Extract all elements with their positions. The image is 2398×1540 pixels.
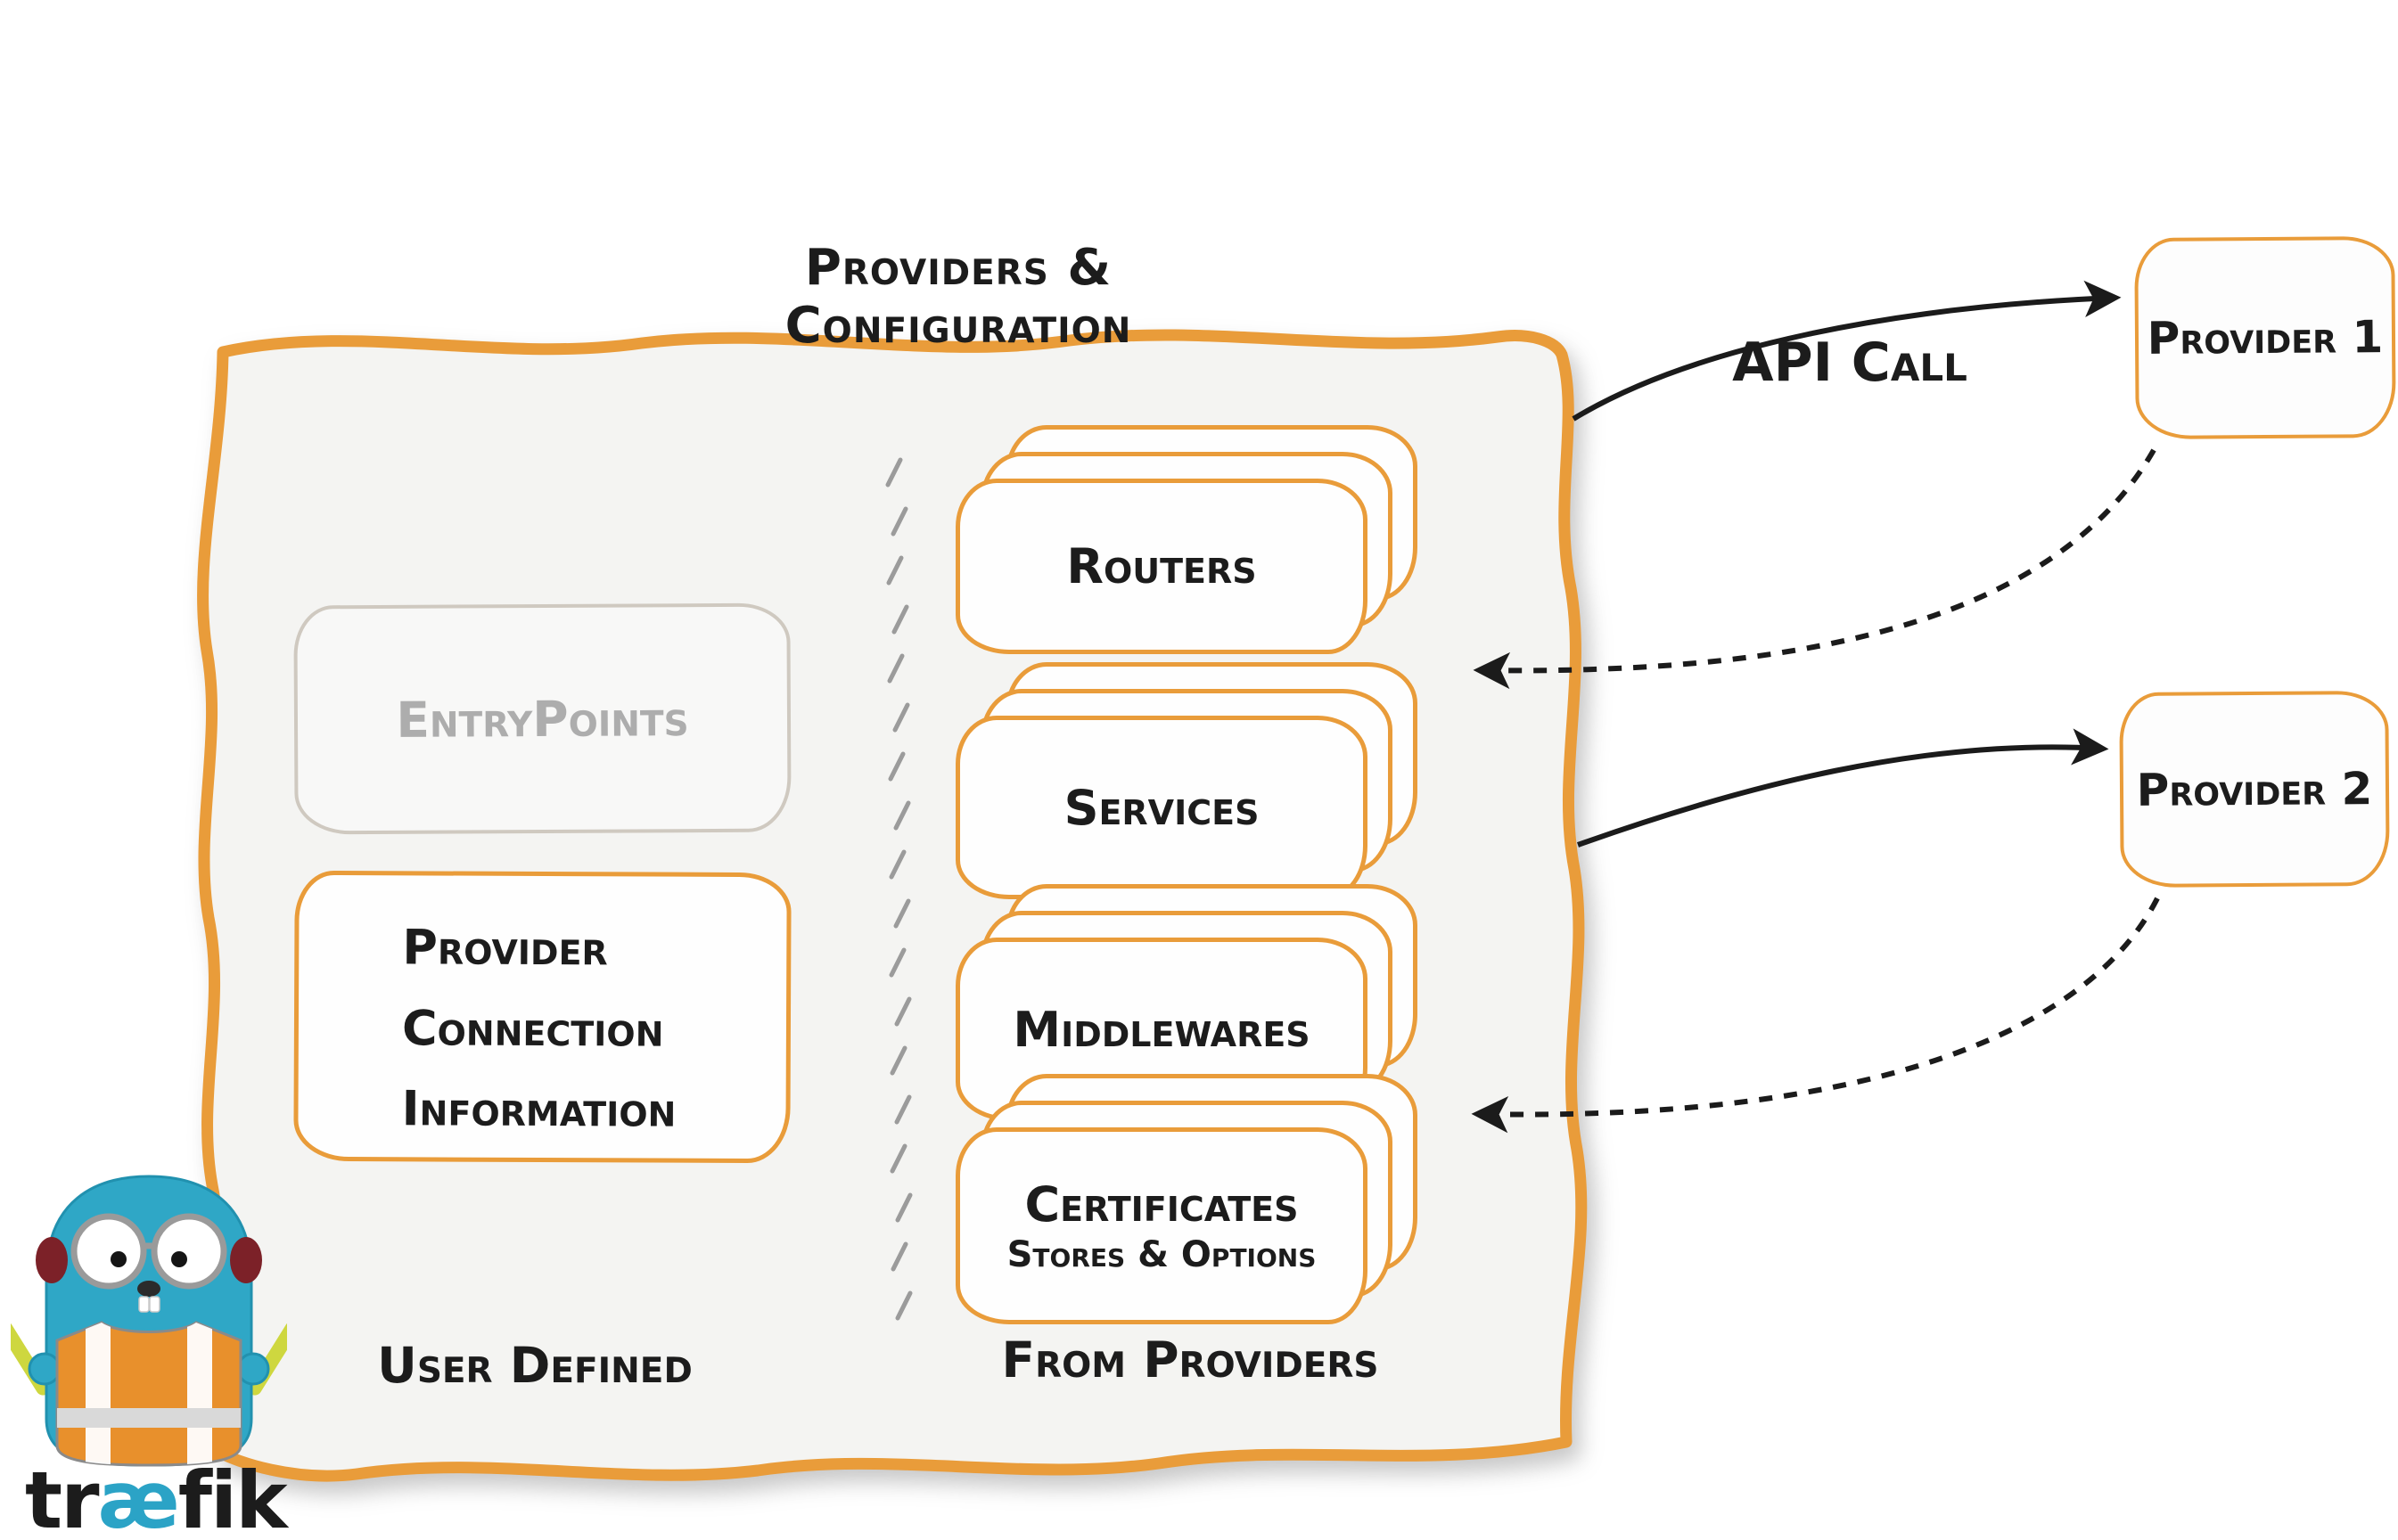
provider-2-box: Provider 2 bbox=[2119, 690, 2390, 889]
services-label: Services bbox=[1063, 779, 1260, 836]
provider-connection-box: Provider Connection Information bbox=[293, 870, 792, 1164]
wordmark-pre: tr bbox=[25, 1454, 99, 1540]
provider-1-label: Provider 1 bbox=[2147, 311, 2384, 365]
nose-icon bbox=[137, 1281, 160, 1297]
provider2-call-arrow bbox=[1576, 728, 2109, 848]
diagram-title: Providers & Configuration bbox=[784, 239, 1132, 355]
divider-hatch bbox=[885, 457, 913, 1321]
provider-connection-label: Provider Connection Information bbox=[401, 919, 677, 1139]
entrypoints-box: EntryPoints bbox=[293, 602, 792, 835]
certificates-label: Certificates bbox=[1024, 1176, 1299, 1233]
section-label-from-providers: From Providers bbox=[1001, 1331, 1379, 1388]
entrypoints-label: EntryPoints bbox=[396, 689, 689, 749]
section-label-user-defined: User Defined bbox=[377, 1337, 693, 1394]
traefik-wordmark: træfik bbox=[25, 1454, 288, 1540]
gopher-mascot-icon bbox=[11, 1175, 287, 1467]
stack-services: Services bbox=[956, 662, 1417, 899]
wordmark-ae: æ bbox=[97, 1454, 179, 1540]
safety-vest-icon bbox=[55, 1321, 242, 1467]
provider-1-box: Provider 1 bbox=[2134, 235, 2396, 440]
certificates-subtitle: Stores & Options bbox=[1006, 1234, 1317, 1275]
stack-routers: Routers bbox=[956, 425, 1417, 654]
provider1-return-arrow bbox=[1473, 448, 2156, 690]
provider2-return-arrow bbox=[1471, 897, 2160, 1134]
provider-2-label: Provider 2 bbox=[2136, 762, 2373, 816]
api-call-label: API Call bbox=[1732, 332, 1967, 394]
stack-certificates: Certificates Stores & Options bbox=[956, 1074, 1417, 1324]
wordmark-post: fik bbox=[177, 1454, 288, 1540]
routers-label: Routers bbox=[1066, 538, 1257, 594]
middlewares-label: Middlewares bbox=[1013, 1001, 1310, 1058]
